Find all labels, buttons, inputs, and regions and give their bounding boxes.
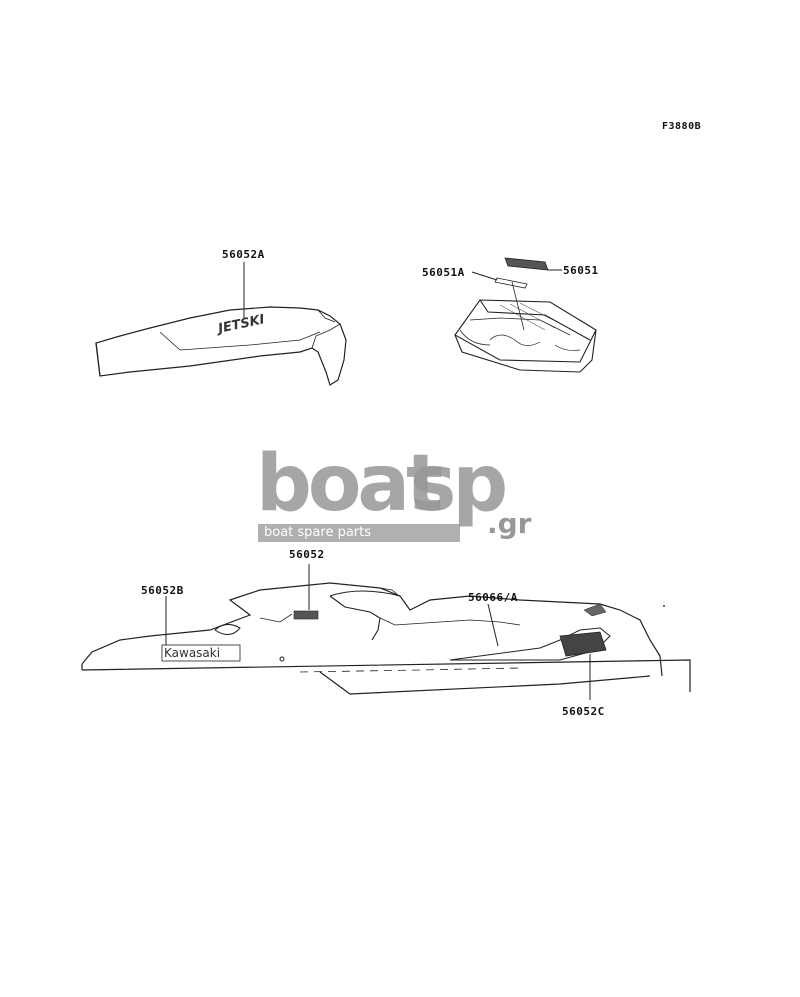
part-label-56051: 56051 [563, 264, 599, 277]
watermark-tagline: boat spare parts [258, 524, 460, 542]
part-label-56052: 56052 [289, 548, 325, 561]
hood-cover-part [95, 306, 347, 386]
decal-56052B [161, 644, 241, 662]
hull-body-part [81, 582, 691, 695]
decal-56051A [494, 277, 528, 289]
part-label-56051A: 56051A [422, 266, 465, 279]
kawasaki-decal-text: Kawasaki [164, 646, 221, 660]
part-label-56052B: 56052B [141, 584, 184, 597]
stray-dot [663, 605, 665, 607]
leader-56051A [471, 271, 498, 281]
decal-56051 [504, 257, 549, 271]
hull-screw-dot [279, 656, 285, 662]
leader-56066A [487, 603, 499, 647]
decal-56052 [293, 610, 319, 620]
figure-code: F3880B [662, 121, 702, 132]
part-label-56066A: 56066/A [468, 591, 518, 604]
watermark-suffix: .gr [487, 507, 532, 540]
watermark-brand-left: boat [256, 439, 443, 529]
watermark-brand-right: sp [410, 439, 508, 529]
storage-box-part [454, 299, 597, 373]
part-label-56052C: 56052C [562, 705, 605, 718]
part-label-56052A: 56052A [222, 248, 265, 261]
leader-box [511, 281, 525, 331]
